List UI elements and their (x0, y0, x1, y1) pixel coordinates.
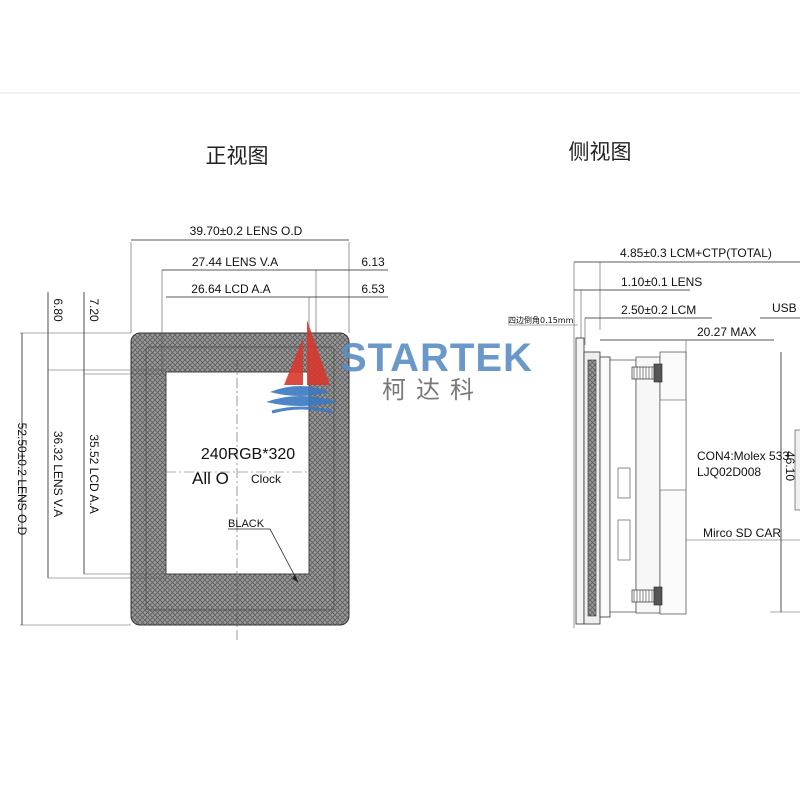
usb-label: USB (772, 301, 797, 315)
logo-sail-left (284, 338, 303, 385)
connector-label-2: LJQ02D008 (697, 465, 761, 479)
dim-lcm-thickness: 2.50±0.2 LCM (621, 303, 696, 317)
dim-lens-od-height: 52.50±0.2 LENS O.D (15, 423, 29, 536)
logo-sail-right (307, 320, 330, 385)
dim-lens-va-width: 27.44 LENS V.A (192, 255, 278, 269)
dim-lens-od-width: 39.70±0.2 LENS O.D (190, 224, 303, 238)
screw-bottom (631, 586, 663, 606)
dim-lens-va-height: 36.32 LENS V.A (51, 431, 65, 517)
backlight-frame (599, 356, 611, 618)
display-text: All O (192, 469, 229, 488)
dim-right-offset-2: 6.53 (361, 282, 385, 296)
side-view-title: 侧视图 (569, 140, 632, 164)
lens-profile (575, 337, 585, 625)
black-leader-arrow (292, 575, 298, 582)
display-sub-label: Clock (251, 472, 282, 486)
dim-lcd-aa-height: 35.52 LCD A.A (87, 434, 101, 513)
dim-max-depth: 20.27 MAX (697, 325, 756, 339)
dim-right-offset-1: 6.13 (361, 255, 385, 269)
sd-card-label: Mirco SD CAR (703, 526, 781, 540)
side-view: 4.85±0.3 LCM+CTP(TOTAL) 1.10±0.1 LENS 2.… (508, 246, 800, 628)
connector-label-1: CON4:Molex 533 (697, 449, 789, 463)
side-connector (794, 429, 800, 511)
dim-total-thickness: 4.85±0.3 LCM+CTP(TOTAL) (620, 246, 772, 260)
logo-brand-cn: 柯达科 (382, 376, 484, 404)
logo-brand-text: STARTEK (340, 336, 533, 380)
dim-lens-thickness: 1.10±0.1 LENS (621, 275, 702, 289)
front-view-title: 正视图 (206, 144, 269, 168)
dim-top-offset-1: 6.80 (51, 298, 65, 322)
screw-top (631, 363, 663, 383)
startek-watermark: STARTEK 柯达科 (266, 320, 533, 414)
corner-chamfer-note: 四边倒角0.15mm (508, 315, 574, 325)
dim-top-offset-2: 7.20 (87, 298, 101, 322)
lens-inner-outline (145, 346, 335, 611)
black-label: BLACK (228, 518, 265, 530)
black-leader-line (228, 528, 299, 583)
lcd-active-area (165, 371, 310, 575)
pcb-board (635, 356, 661, 614)
lcm-layer (587, 359, 597, 617)
resolution-label: 240RGB*320 (201, 446, 295, 463)
front-view: 240RGB*320 All O Clock BLACK 39.70±0.2 L… (15, 224, 388, 640)
dim-height: 46.10 (783, 451, 797, 481)
dim-lcd-aa-width: 26.64 LCD A.A (191, 282, 270, 296)
